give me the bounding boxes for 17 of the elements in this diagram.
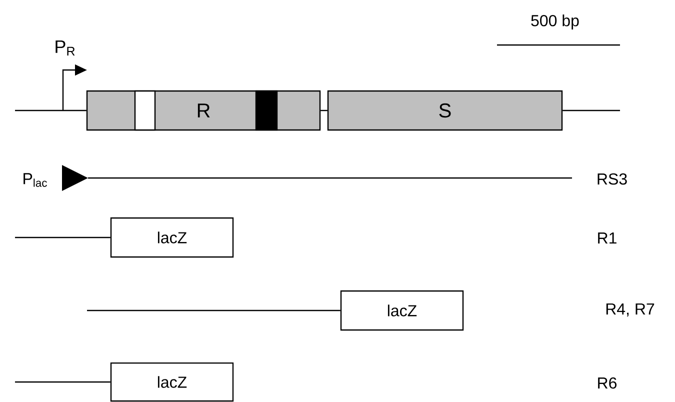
construct-label: R4, R7 [606, 303, 654, 317]
dna-line [15, 110, 86, 112]
construct-label: RS3 [598, 173, 627, 185]
dna-line [562, 110, 620, 112]
dna-line [87, 310, 340, 312]
reporter-box: lacZ [110, 362, 234, 402]
reporter-box: lacZ [340, 290, 464, 331]
gene-box: S [327, 90, 563, 131]
construct-label: R1 [598, 232, 616, 244]
promoter-label: P$_{R}$ [56, 40, 75, 56]
dna-line [15, 236, 110, 238]
scale-label: 500 bp [531, 14, 579, 30]
promoter-label: P$_{lac}$ [24, 173, 47, 187]
reporter-box: lacZ [110, 217, 234, 258]
construct-label: R6 [598, 377, 617, 389]
dna-line [15, 381, 110, 383]
dna-line [320, 110, 328, 112]
